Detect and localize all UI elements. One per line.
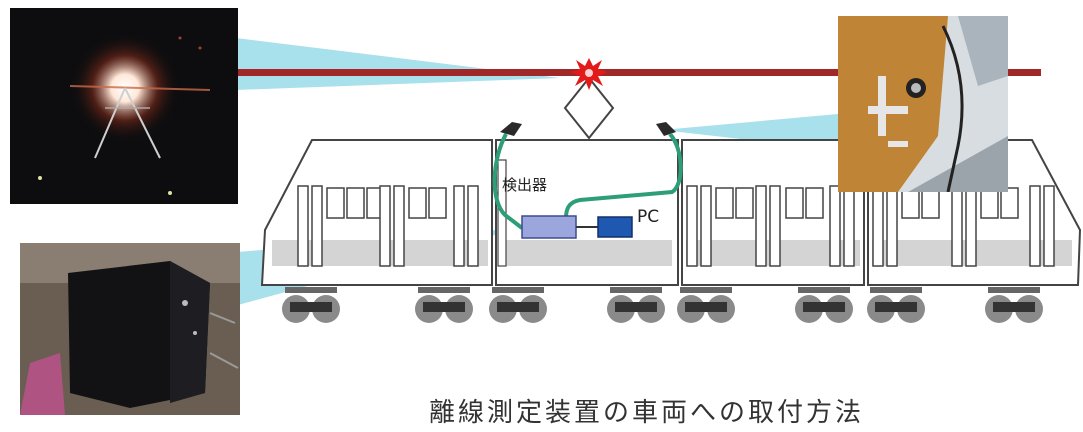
- bogies: [282, 287, 1043, 323]
- bogie-1: [282, 287, 340, 323]
- spark-core: [585, 69, 593, 77]
- car-3: [681, 139, 865, 286]
- bogie-6: [795, 287, 853, 323]
- roof-sensor-left-icon: [500, 122, 522, 136]
- bogie-4: [607, 287, 665, 323]
- pc-box: [597, 216, 633, 238]
- overhead-wire: [236, 69, 1041, 76]
- bogie-5: [677, 287, 735, 323]
- cable-left: [492, 133, 524, 230]
- cable-right: [564, 132, 683, 219]
- bogie-2: [415, 287, 473, 323]
- car-1: [260, 139, 493, 286]
- detector-box: [521, 215, 577, 239]
- bogie-8: [985, 287, 1043, 323]
- roof-sensor-right-icon: [656, 122, 676, 136]
- detector-label: 検出器: [502, 176, 547, 194]
- bogie-7: [867, 287, 925, 323]
- figure-caption: 離線測定装置の車両への取付方法: [428, 398, 864, 428]
- photo-roof-sensor: [838, 16, 1008, 192]
- pc-label: PC: [637, 207, 659, 227]
- bogie-3: [489, 287, 547, 323]
- beam-top-left: [236, 38, 560, 90]
- photo-arc-night: [10, 8, 238, 204]
- photo-detector-housing: [20, 243, 240, 415]
- car-2: [495, 139, 679, 286]
- pantograph: [563, 76, 615, 140]
